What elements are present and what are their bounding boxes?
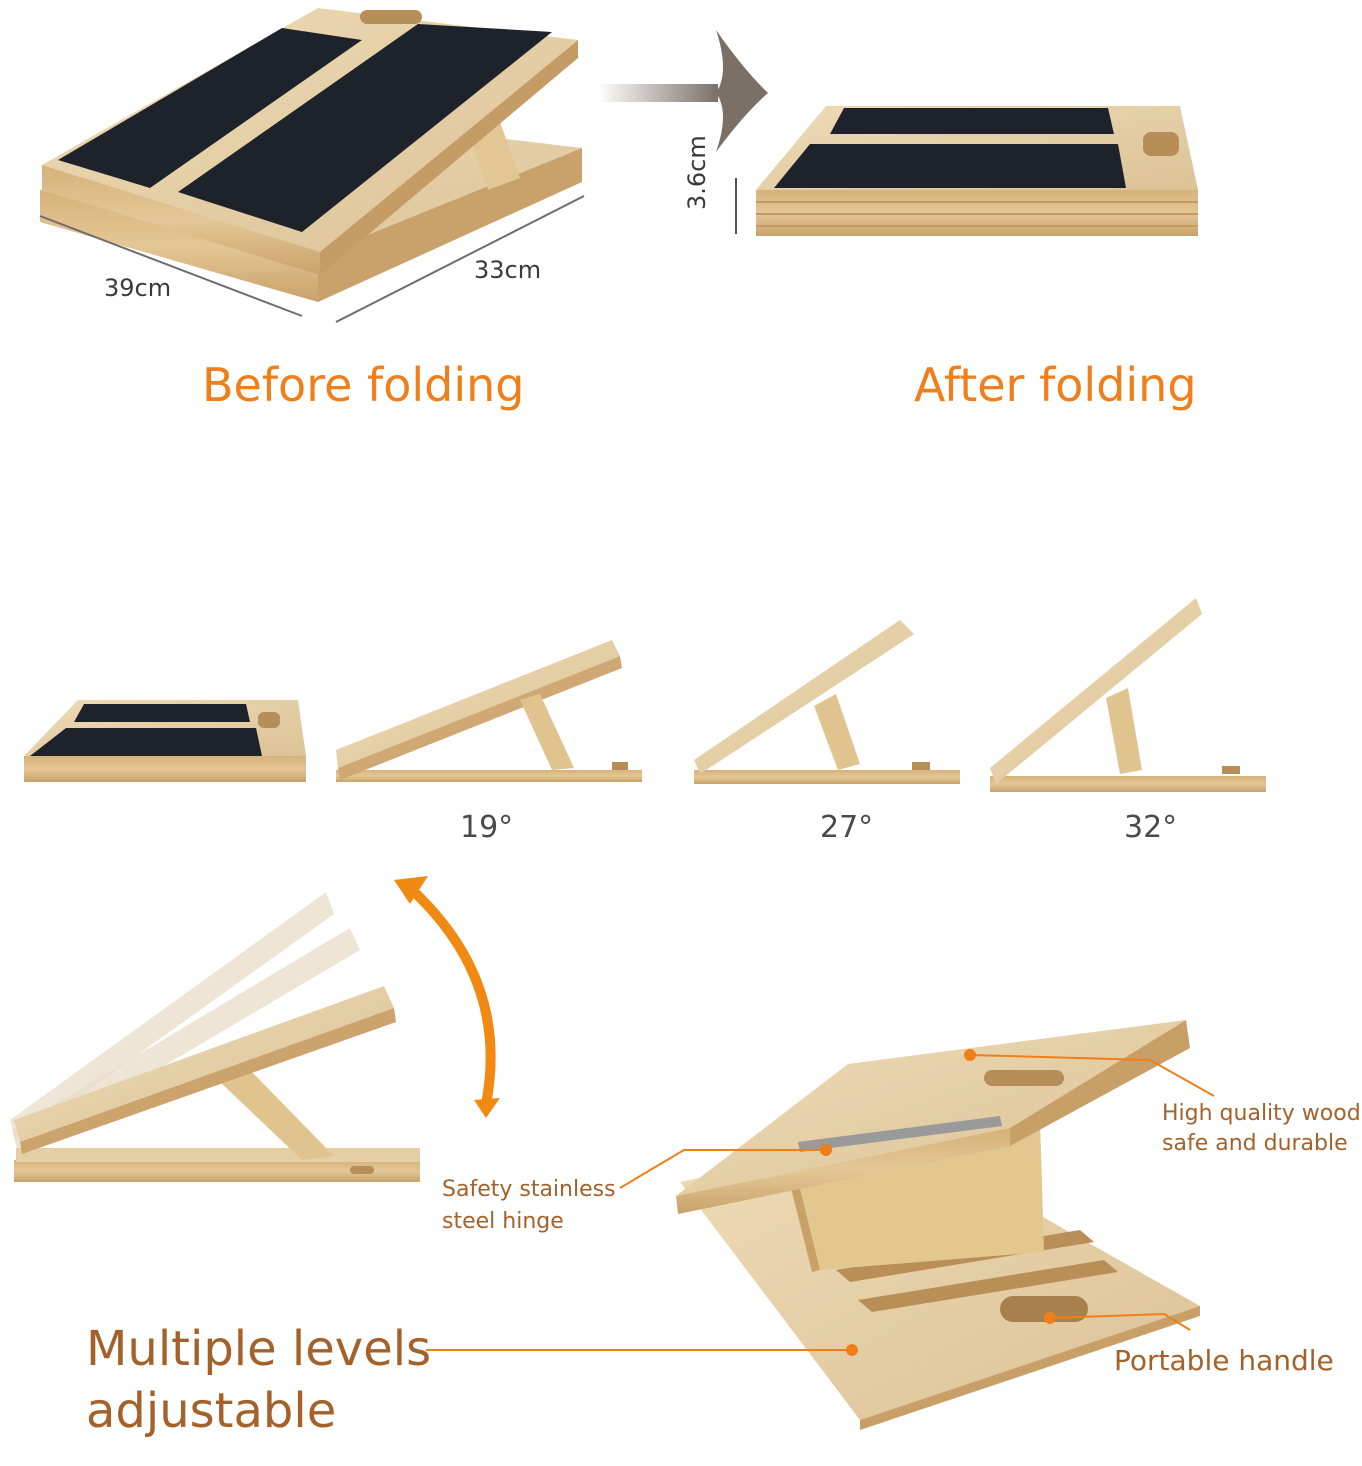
callout-hinge-line1: Safety stainless — [442, 1177, 616, 1202]
callout-levels-line1: Multiple levels — [86, 1321, 432, 1377]
callout-dots — [820, 1049, 1056, 1356]
angle-label-19: 19° — [460, 810, 514, 845]
dimension-height-label: 3.6cm — [683, 135, 711, 210]
board-position-27 — [694, 620, 960, 784]
caption-before-folding: Before folding — [202, 358, 525, 412]
grip-pad — [830, 108, 1114, 134]
callout-lines — [426, 1054, 1215, 1351]
dimension-width-label: 33cm — [474, 256, 542, 284]
board-position-19 — [336, 640, 642, 782]
grip-pad — [58, 28, 362, 188]
tilt-arrow-icon — [394, 876, 500, 1118]
board-position-32 — [990, 598, 1266, 792]
caption-after-folding: After folding — [914, 358, 1197, 412]
steel-hinge — [798, 1116, 1002, 1152]
dimension-length-label: 39cm — [104, 274, 172, 302]
angle-label-32: 32° — [1124, 810, 1178, 845]
board-tilting-demo — [10, 892, 420, 1182]
board-position-flat — [24, 700, 306, 782]
callout-wood-line1: High quality wood — [1162, 1101, 1361, 1126]
dimension-line-length — [39, 215, 303, 317]
board-before-folding — [40, 8, 582, 302]
grip-pad — [178, 24, 552, 232]
angle-label-27: 27° — [820, 810, 874, 845]
dimension-line-width — [335, 195, 585, 323]
fold-arrow-icon — [598, 30, 768, 152]
callout-levels-line2: adjustable — [86, 1383, 337, 1439]
callout-wood-line2: safe and durable — [1162, 1131, 1348, 1156]
grip-pad — [774, 144, 1126, 188]
callout-portable-handle: Portable handle — [1114, 1344, 1334, 1377]
callout-hinge-line2: steel hinge — [442, 1209, 564, 1234]
board-after-folding — [756, 106, 1198, 236]
adjust-slot — [858, 1260, 1118, 1312]
portable-handle-slot — [1000, 1296, 1088, 1322]
